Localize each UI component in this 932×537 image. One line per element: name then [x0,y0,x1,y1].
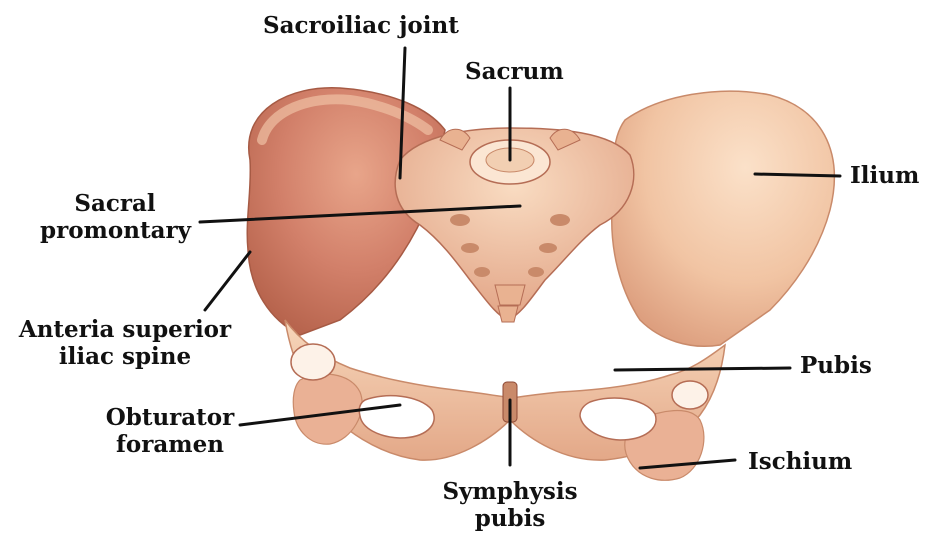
label-obturator-foramen: Obturator foramen [100,404,240,458]
label-ischium: Ischium [748,448,852,475]
label-sacral-promontary: Sacral promontary [40,190,190,244]
label-ilium: Ilium [850,162,919,189]
line-anterior-superior-iliac-spine [205,252,250,310]
right-ilium-shape [612,91,835,346]
line-ilium [755,174,840,176]
label-symphysis-pubis: Symphysis pubis [430,478,590,532]
label-sacrum: Sacrum [465,58,564,85]
label-sacroiliac-joint: Sacroiliac joint [263,12,459,39]
label-pubis: Pubis [800,352,872,379]
label-anterior-superior-iliac-spine: Anteria superior iliac spine [10,316,240,370]
line-pubis [615,368,790,370]
